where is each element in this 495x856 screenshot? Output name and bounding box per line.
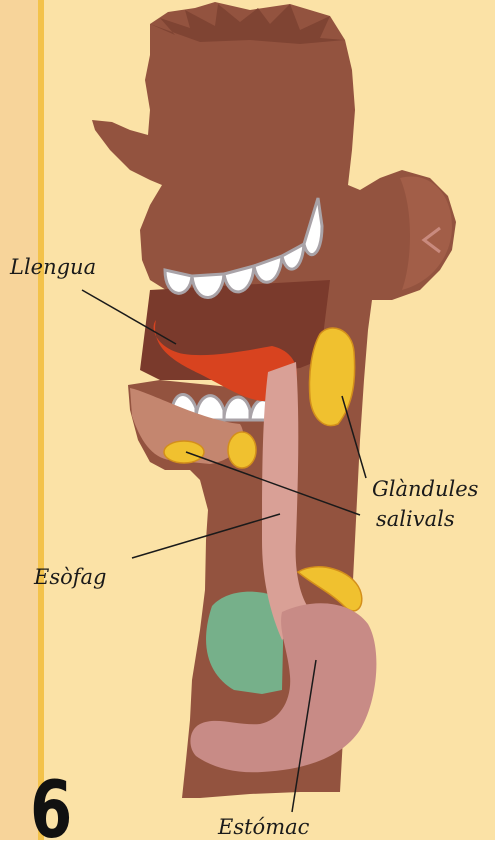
label-stomach: Estómac	[218, 816, 309, 838]
left-margin-edge	[38, 0, 44, 840]
label-salivary-glands-line2: salivals	[376, 508, 455, 530]
sublingual-gland	[228, 432, 256, 468]
label-salivary-glands-line1: Glàndules	[372, 478, 478, 500]
label-esophagus: Esòfag	[34, 566, 107, 588]
left-margin-strip	[0, 0, 42, 840]
submandibular-gland	[164, 441, 204, 463]
page-number: 6	[30, 772, 72, 850]
label-tongue: Llengua	[10, 256, 96, 278]
